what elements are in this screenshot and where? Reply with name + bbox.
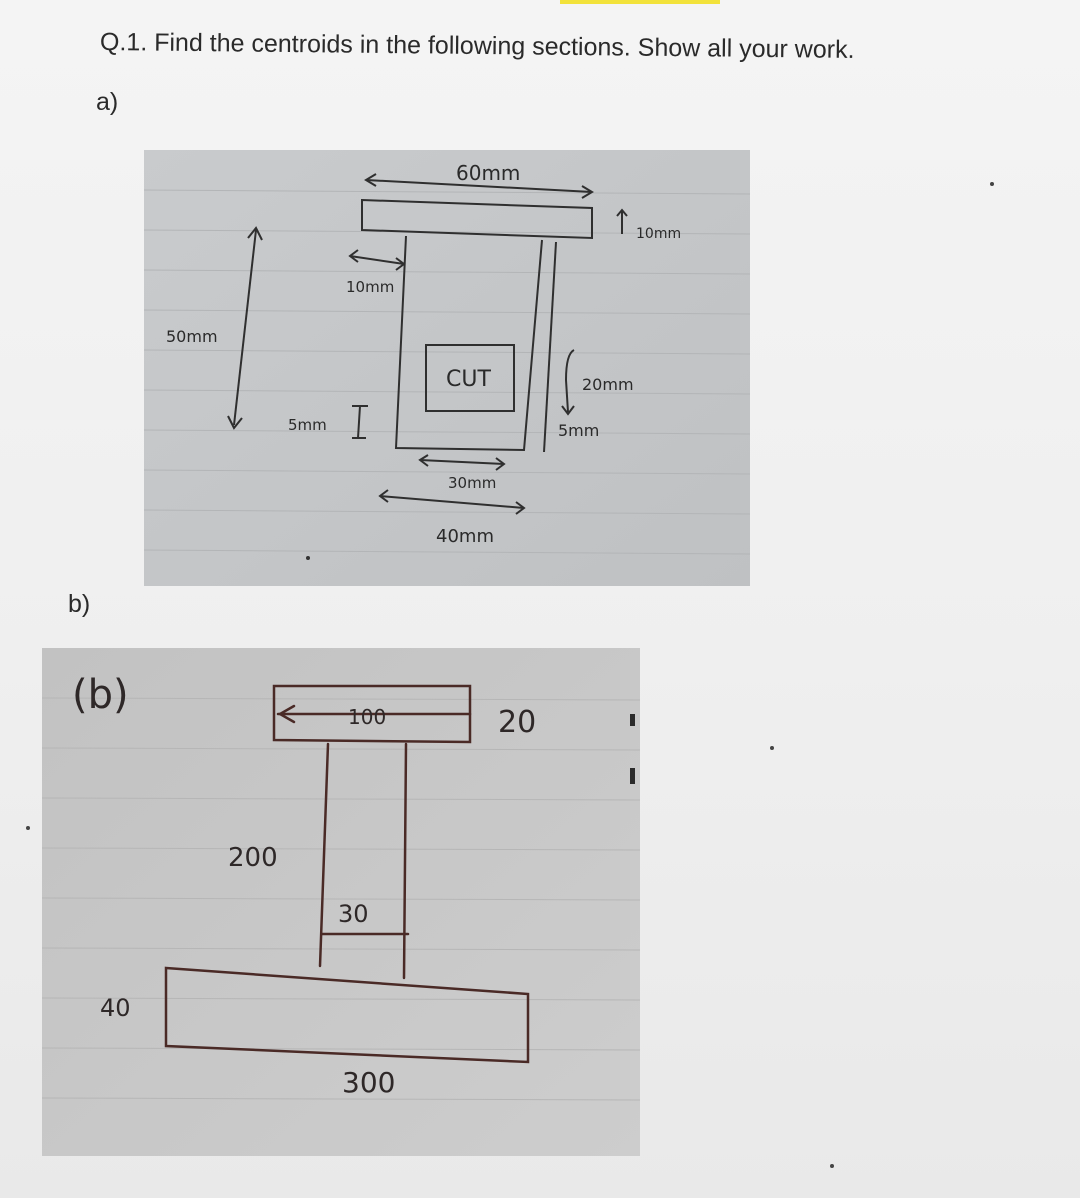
figure-b-drawing: (b) 100 20 200 30 40 300: [42, 648, 640, 1156]
top-highlight-strip: [560, 0, 720, 4]
label-20mm-a: 20mm: [582, 375, 634, 394]
label-60mm-a: 60mm: [456, 161, 520, 185]
label-40-b: 40: [100, 994, 131, 1022]
cut-box-a: [425, 344, 515, 412]
dim-50mm-a: [233, 229, 257, 426]
web-b-right: [402, 742, 408, 980]
speck: [26, 826, 30, 830]
part-b-label: b): [68, 590, 91, 618]
label-200-b: 200: [228, 843, 278, 873]
label-10mm-web-a: 10mm: [346, 278, 394, 296]
base-b: [164, 966, 530, 1064]
dim-30mm-a: [419, 459, 505, 465]
flange-b: [272, 684, 472, 744]
label-20-b: 20: [498, 705, 536, 740]
label-300-b: 300: [342, 1066, 395, 1099]
label-b-title: (b): [72, 672, 129, 718]
web-b-left: [318, 742, 330, 968]
label-30-b: 30: [338, 900, 369, 928]
web-a: [394, 235, 543, 452]
label-5mm-left-a: 5mm: [288, 416, 327, 434]
figure-b-photo: (b) 100 20 200 30 40 300: [42, 648, 640, 1156]
dim-60mm-a: [365, 179, 593, 193]
flange-a: [361, 198, 593, 240]
dim-20mm-a: [564, 349, 575, 413]
speck: [830, 1164, 834, 1168]
label-50mm-a: 50mm: [166, 327, 218, 346]
question-title: Q.1. Find the centroids in the following…: [99, 28, 855, 64]
label-100-b: 100: [348, 705, 386, 729]
label-30mm-a: 30mm: [448, 474, 496, 492]
figure-a-drawing: 60mm 10mm 10mm 50mm CUT 20mm 5mm 5mm 30m…: [144, 150, 750, 586]
dim-40mm-a: [379, 495, 525, 509]
speck: [770, 746, 774, 750]
label-cut-a: CUT: [446, 367, 491, 392]
figure-a-photo: 60mm 10mm 10mm 50mm CUT 20mm 5mm 5mm 30m…: [144, 150, 750, 586]
dim-10mm-web-a: [349, 255, 405, 265]
label-5mm-right-a: 5mm: [558, 421, 599, 440]
label-40mm-a: 40mm: [436, 526, 494, 547]
speck: [990, 182, 994, 186]
label-10mm-top-a: 10mm: [636, 226, 681, 242]
part-a-label: a): [96, 88, 119, 116]
